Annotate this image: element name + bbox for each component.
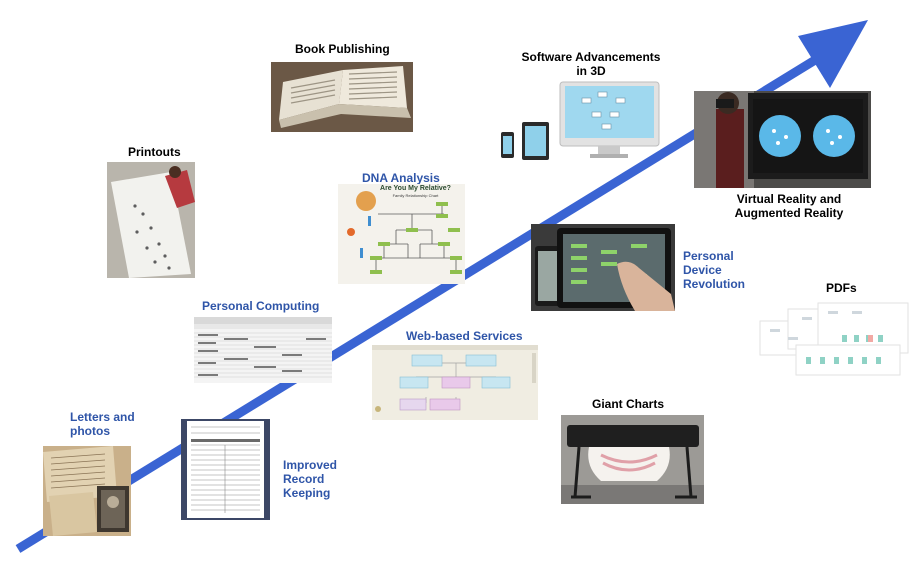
label-dna-analysis: DNA Analysis xyxy=(362,171,440,185)
printouts-photo xyxy=(107,162,195,278)
label-giant-charts: Giant Charts xyxy=(592,397,665,411)
pdf-charts-image xyxy=(758,301,910,376)
dna-chart-poster: Are You My Relative? Family Relationship… xyxy=(338,184,465,284)
label-pdfs: PDFs xyxy=(826,281,857,295)
vr-headset-photo xyxy=(694,91,871,188)
label-book-publishing: Book Publishing xyxy=(295,42,390,56)
devices-3d-photo xyxy=(498,80,661,164)
dna-poster-subtitle: Family Relationship Chart xyxy=(392,193,439,198)
plotter-photo xyxy=(561,415,704,504)
label-record-keeping: Improved Record Keeping xyxy=(283,458,338,500)
letters-photos-image xyxy=(43,446,131,536)
web-tree-screenshot xyxy=(372,345,538,420)
book-publishing-photo xyxy=(271,62,413,132)
label-software-3d: Software Advancements in 3D xyxy=(521,50,661,78)
label-letters-photos: Letters and photos xyxy=(70,410,135,438)
tablet-touch-photo xyxy=(531,224,675,311)
label-printouts: Printouts xyxy=(128,145,181,159)
record-keeping-form xyxy=(181,419,270,520)
label-vr-ar: Virtual Reality and Augmented Reality xyxy=(734,192,844,220)
label-personal-device: Personal Device Revolution xyxy=(683,249,745,291)
dna-poster-title: Are You My Relative? xyxy=(380,185,451,192)
label-personal-computing: Personal Computing xyxy=(202,299,320,313)
label-web-services: Web-based Services xyxy=(406,329,523,343)
spreadsheet-screenshot xyxy=(194,317,332,383)
